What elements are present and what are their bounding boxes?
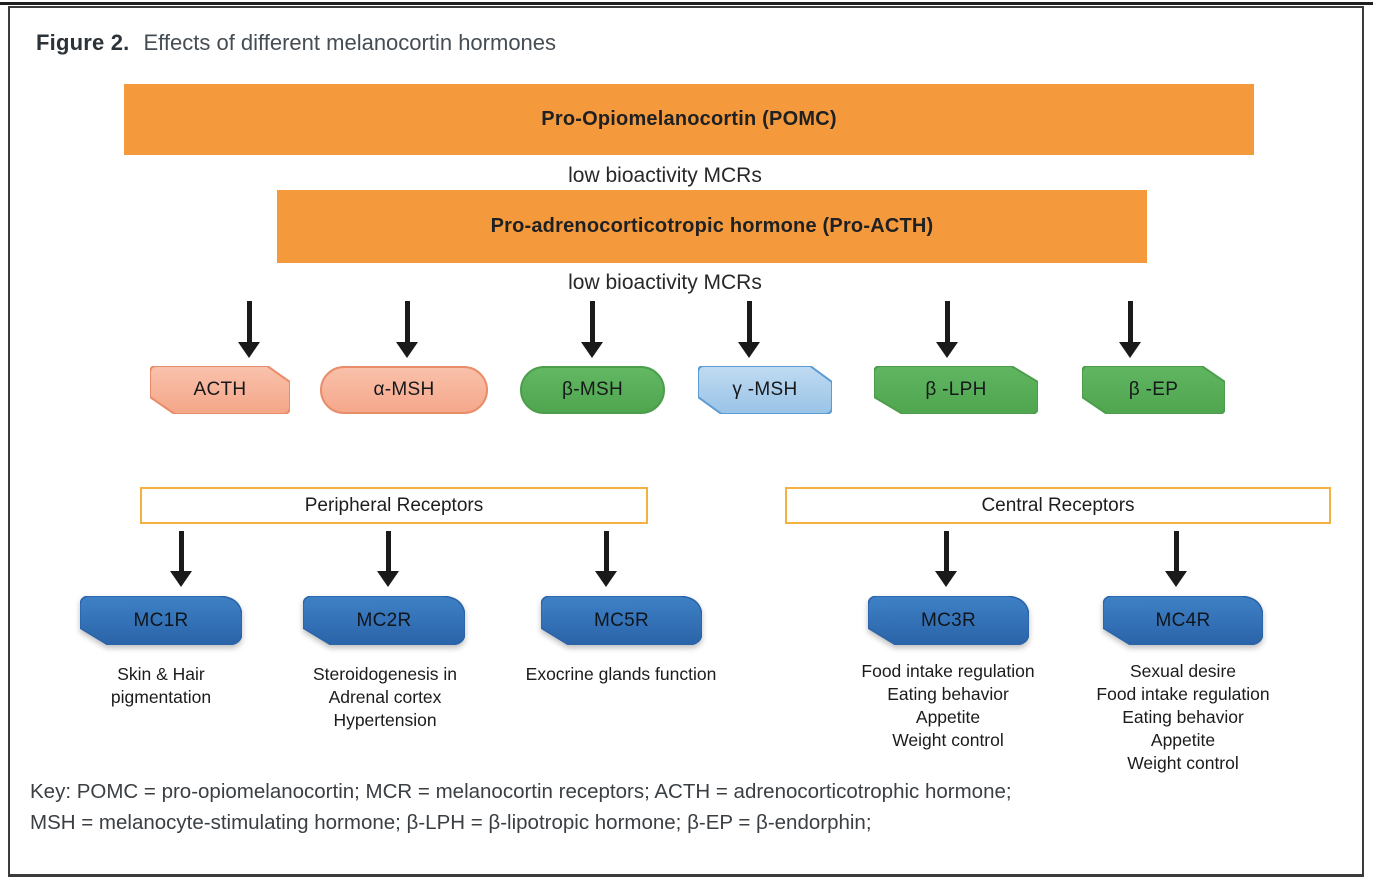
hormone-label: β-MSH bbox=[562, 379, 623, 400]
mc3r-functions: Food intake regulation Eating behavior A… bbox=[861, 661, 1035, 750]
down-arrow-icon bbox=[396, 301, 418, 358]
receptor-label: MC3R bbox=[920, 609, 977, 631]
hormone-gamma-msh: γ -MSH bbox=[698, 366, 832, 414]
receptor-box-shape bbox=[868, 596, 1029, 645]
hormone-beta-msh: β-MSH bbox=[520, 366, 665, 414]
receptor-mc5r: MC5R bbox=[541, 596, 702, 645]
receptor-mc4r: MC4R bbox=[1103, 596, 1263, 645]
mc5r-functions: Exocrine glands function bbox=[525, 664, 717, 684]
figure-frame bbox=[8, 6, 1364, 877]
receptor-label: MC4R bbox=[1155, 609, 1211, 631]
mc4r-functions: Sexual desire Food intake regulation Eat… bbox=[1096, 661, 1270, 773]
pro-acth-box: Pro-adrenocorticotropic hormone (Pro-ACT… bbox=[277, 190, 1147, 263]
pomc-label: Pro-Opiomelanocortin (POMC) bbox=[541, 108, 837, 130]
group-header-label: Peripheral Receptors bbox=[304, 494, 484, 516]
receptor-mc2r: MC2R bbox=[303, 596, 465, 645]
hormone-beta-ep: β -EP bbox=[1082, 366, 1225, 414]
down-arrow-icon bbox=[1119, 301, 1141, 358]
down-arrow-icon bbox=[1165, 531, 1187, 587]
hormone-label: ACTH bbox=[193, 379, 247, 400]
snip-box-shape bbox=[698, 366, 832, 414]
hormone-label: α-MSH bbox=[373, 379, 435, 400]
pomc-box: Pro-Opiomelanocortin (POMC) bbox=[124, 84, 1254, 155]
pro-acth-label: Pro-adrenocorticotropic hormone (Pro-ACT… bbox=[490, 215, 934, 237]
hormone-label: γ -MSH bbox=[732, 379, 798, 400]
down-arrow-icon bbox=[238, 301, 260, 358]
hormone-label: β -EP bbox=[1128, 379, 1179, 400]
receptor-box-shape bbox=[1103, 596, 1263, 645]
down-arrow-icon bbox=[738, 301, 760, 358]
receptor-mc1r: MC1R bbox=[80, 596, 242, 645]
figure-caption: Effects of different melanocortin hormon… bbox=[143, 30, 557, 55]
mc2r-functions: Steroidogenesis in Adrenal cortex Hypert… bbox=[313, 664, 457, 730]
figure-number: Figure 2. bbox=[36, 30, 130, 55]
receptor-box-shape bbox=[303, 596, 465, 645]
snip-box-shape bbox=[874, 366, 1038, 414]
down-arrow-icon bbox=[935, 531, 957, 587]
mc1r-functions: Skin & Hair pigmentation bbox=[110, 664, 212, 707]
hormone-label: β -LPH bbox=[925, 379, 987, 400]
key-line-2: MSH = melanocyte-stimulating hormone; β-… bbox=[30, 811, 872, 834]
top-rule bbox=[0, 2, 1373, 5]
down-arrow-icon bbox=[595, 531, 617, 587]
hormone-alpha-msh: α-MSH bbox=[320, 366, 488, 414]
low-bioactivity-note-2: low bioactivity MCRs bbox=[568, 271, 762, 294]
down-arrow-icon bbox=[581, 301, 603, 358]
figure-key: Key: POMC = pro-opiomelanocortin; MCR = … bbox=[30, 776, 1012, 838]
peripheral-receptors-header: Peripheral Receptors bbox=[140, 487, 648, 524]
hormone-acth: ACTH bbox=[150, 366, 290, 414]
receptor-label: MC5R bbox=[593, 609, 650, 631]
down-arrow-icon bbox=[170, 531, 192, 587]
snip-box-shape bbox=[1082, 366, 1225, 414]
receptor-label: MC2R bbox=[356, 609, 412, 631]
hormone-beta-lph: β -LPH bbox=[874, 366, 1038, 414]
figure-title: Figure 2. Effects of different melanocort… bbox=[36, 30, 556, 56]
central-receptors-header: Central Receptors bbox=[785, 487, 1331, 524]
group-header-label: Central Receptors bbox=[981, 494, 1135, 516]
down-arrow-icon bbox=[936, 301, 958, 358]
low-bioactivity-note-1: low bioactivity MCRs bbox=[568, 164, 762, 187]
receptor-box-shape bbox=[541, 596, 702, 645]
snip-box-shape bbox=[150, 366, 290, 414]
key-line-1: Key: POMC = pro-opiomelanocortin; MCR = … bbox=[30, 780, 1012, 803]
down-arrow-icon bbox=[377, 531, 399, 587]
receptor-label: MC1R bbox=[133, 609, 189, 631]
receptor-box-shape bbox=[80, 596, 242, 645]
receptor-mc3r: MC3R bbox=[868, 596, 1029, 645]
